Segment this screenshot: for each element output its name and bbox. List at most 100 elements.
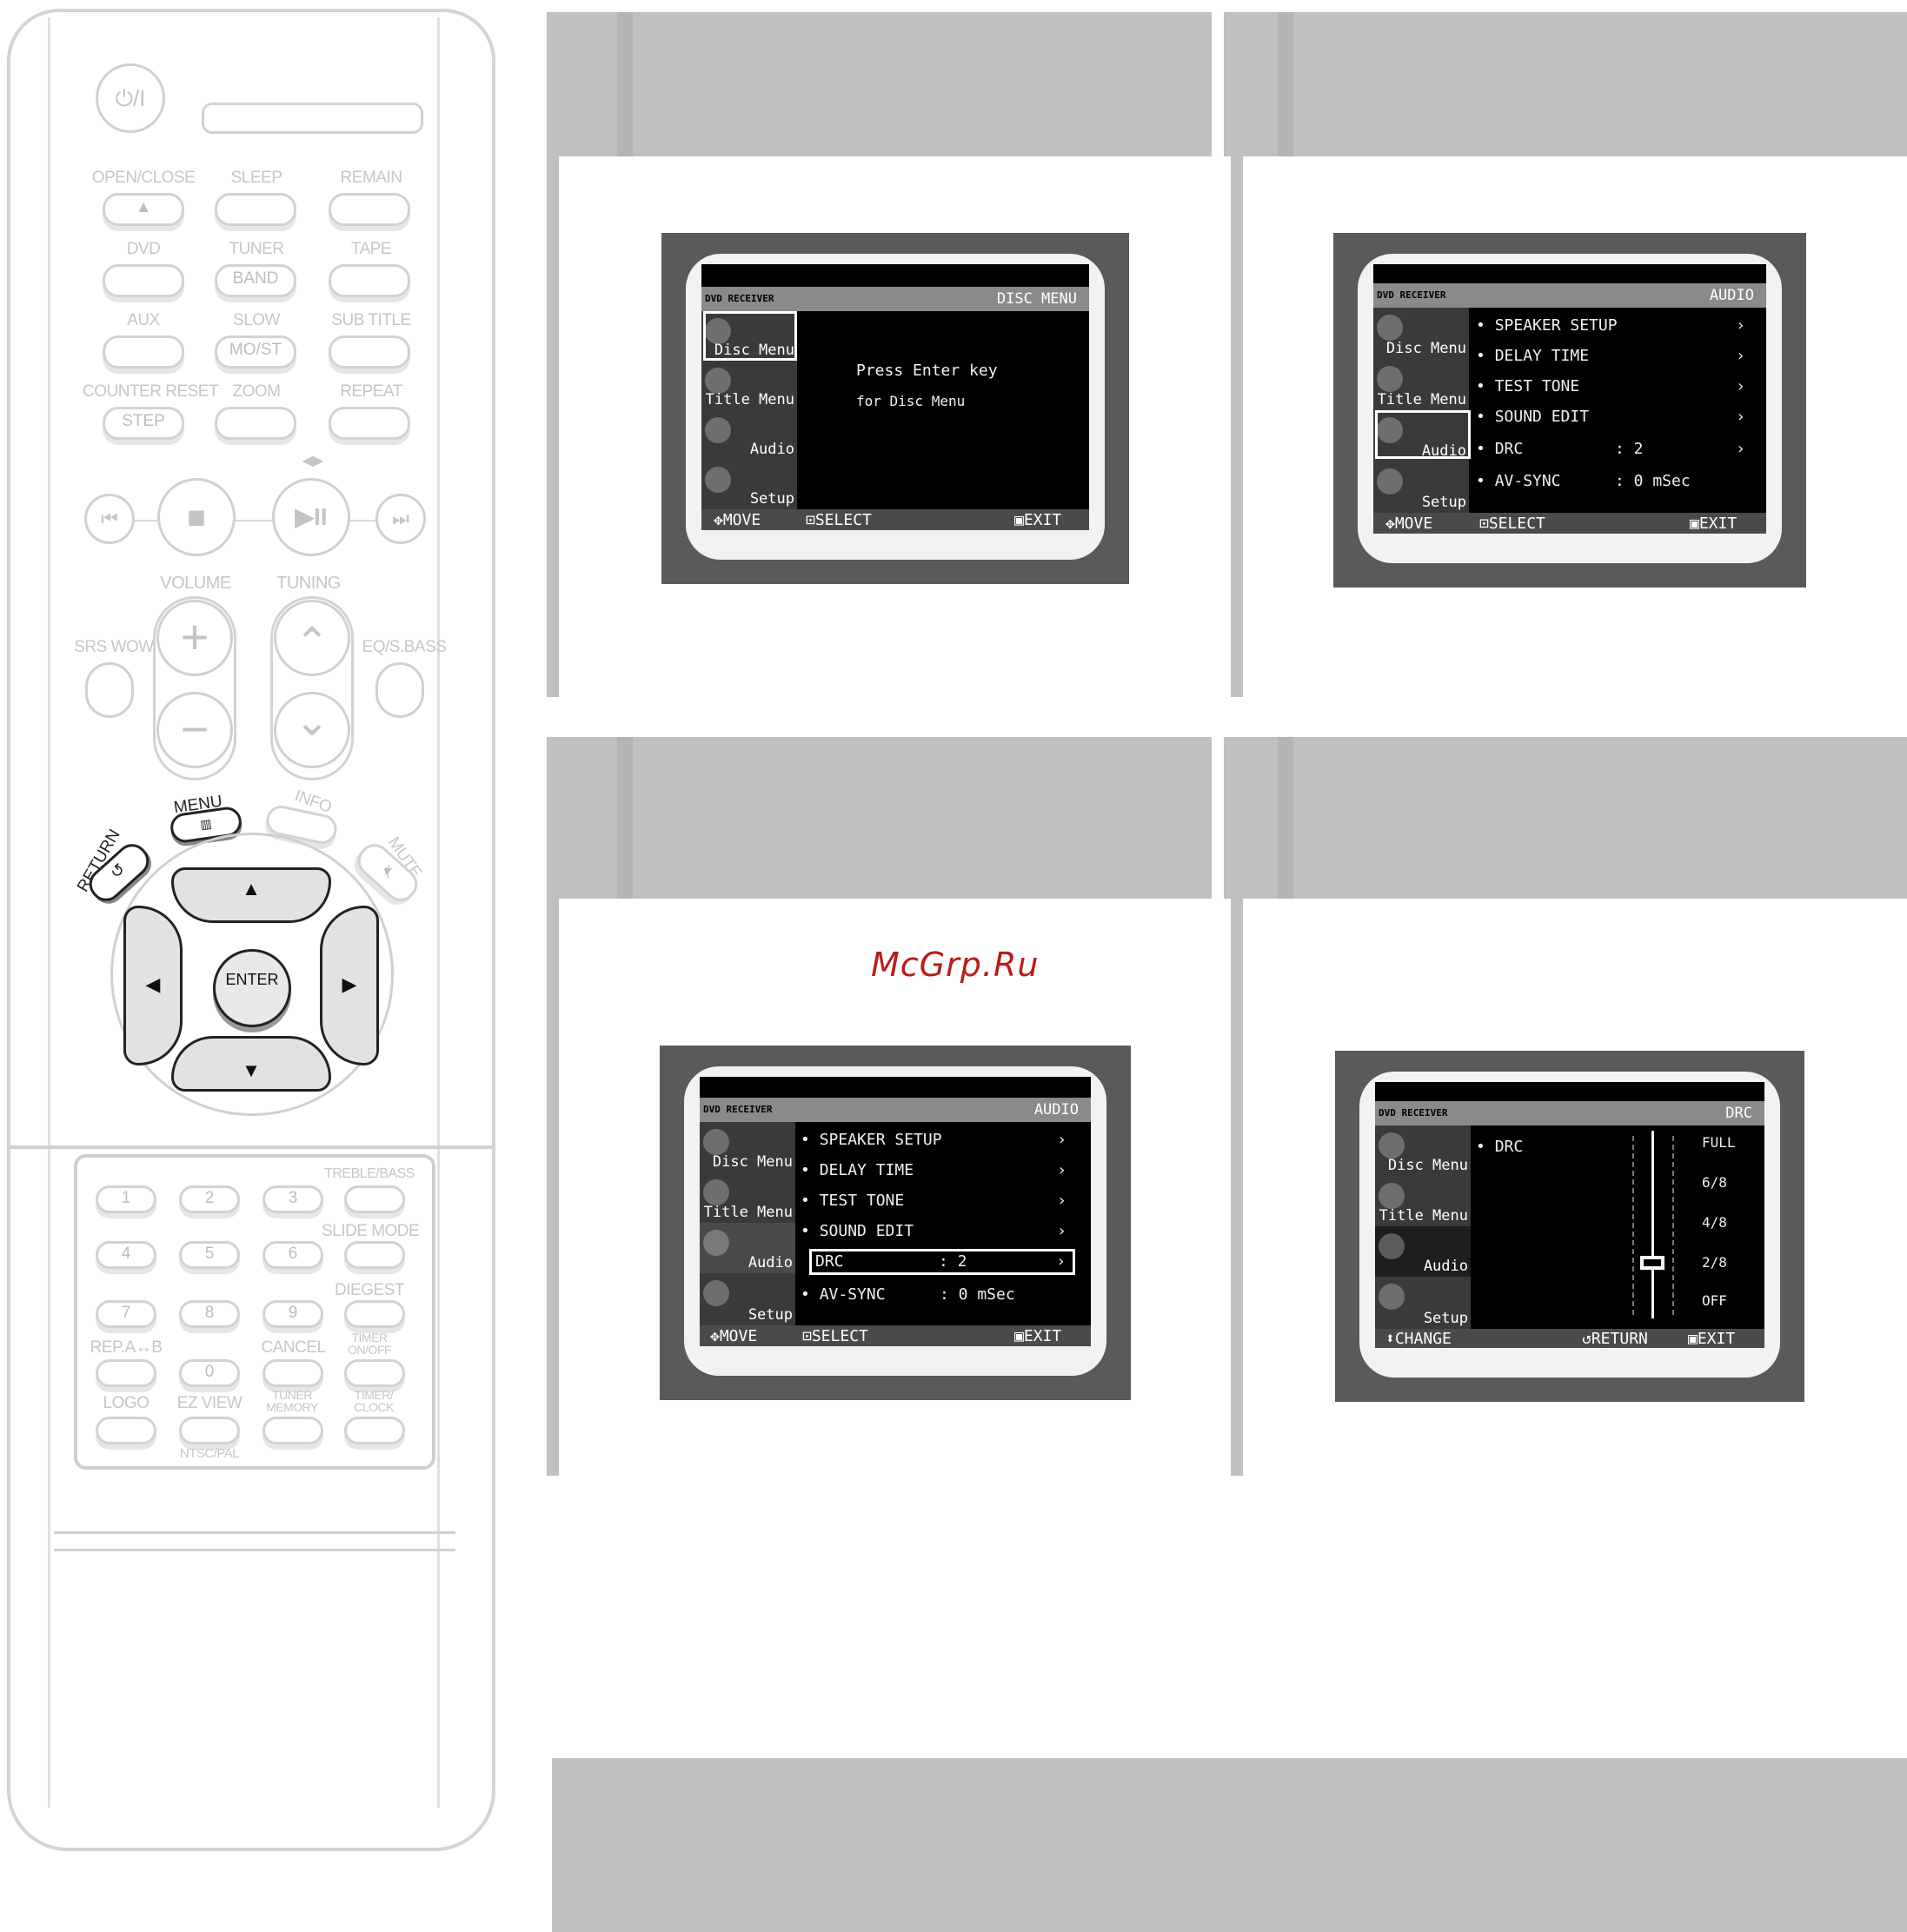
timer-onoff-button[interactable] xyxy=(344,1359,405,1387)
nav-setup[interactable]: Setup xyxy=(701,460,797,511)
nav-disc-menu[interactable]: Disc Menu xyxy=(1375,1125,1471,1178)
rep-ab-button[interactable] xyxy=(96,1359,156,1387)
menu-item-sound-edit[interactable]: • SOUND EDIT› xyxy=(1476,408,1745,426)
dpad-left-button[interactable]: ◀ xyxy=(123,906,183,1066)
eq-sbass-button[interactable] xyxy=(375,662,424,718)
osd-title: AUDIO xyxy=(795,1098,1091,1122)
enter-button[interactable]: ENTER xyxy=(213,949,291,1027)
digit-5-button[interactable]: 5 xyxy=(179,1241,240,1269)
nav-audio[interactable]: Audio xyxy=(1373,410,1469,463)
ez-view-button[interactable] xyxy=(179,1417,240,1444)
most-text: MO/ST xyxy=(229,341,282,359)
drc-slider-track[interactable] xyxy=(1651,1131,1654,1318)
dpad-down-button[interactable]: ▼ xyxy=(171,1036,331,1092)
digit-6-button[interactable]: 6 xyxy=(262,1241,323,1269)
treble-bass-button[interactable] xyxy=(344,1185,405,1213)
menu-item-sound-edit[interactable]: • SOUND EDIT› xyxy=(801,1222,1066,1240)
nav-title-menu[interactable]: Title Menu xyxy=(1375,1176,1471,1228)
arrow-left-icon: ◀ xyxy=(145,973,161,995)
nav-disc-menu[interactable]: Disc Menu xyxy=(700,1122,795,1174)
subtitle-button[interactable] xyxy=(329,335,410,368)
stop-button[interactable]: ■ xyxy=(157,478,236,556)
nav-audio[interactable]: Audio xyxy=(700,1223,795,1275)
osd-nav: Disc Menu Title Menu Audio Setup xyxy=(701,311,797,511)
menu-item-delay-time[interactable]: • DELAY TIME› xyxy=(801,1161,1066,1179)
digit-4-button[interactable]: 4 xyxy=(96,1241,156,1269)
band-text: BAND xyxy=(232,269,279,288)
disc-menu-icon xyxy=(1377,315,1403,341)
digit-0-button[interactable]: 0 xyxy=(179,1359,240,1387)
tuning-up-button[interactable]: ⌃ xyxy=(274,600,350,676)
nav-audio[interactable]: Audio xyxy=(1375,1226,1471,1278)
menu-item-delay-time[interactable]: • DELAY TIME› xyxy=(1476,347,1745,365)
select-hint: ⊡SELECT xyxy=(802,1327,868,1345)
digit-1-button[interactable]: 1 xyxy=(96,1185,156,1213)
nav-disc-menu[interactable]: Disc Menu xyxy=(1373,308,1469,361)
digit-9: 9 xyxy=(288,1304,298,1322)
nav-title-menu[interactable]: Title Menu xyxy=(701,361,797,412)
menu-item-drc[interactable]: • DRC: 2› xyxy=(1476,440,1745,458)
remain-button[interactable] xyxy=(329,193,410,226)
open-close-button[interactable]: ▲ xyxy=(103,193,184,226)
timer-clock-button[interactable] xyxy=(344,1417,405,1444)
digit-8-button[interactable]: 8 xyxy=(179,1300,240,1328)
tuner-memory-button[interactable] xyxy=(262,1417,323,1444)
logo-button[interactable] xyxy=(96,1417,156,1444)
srs-wow-button[interactable] xyxy=(85,662,134,718)
dpad-up-button[interactable]: ▲ xyxy=(171,867,331,923)
next-button[interactable]: ⏭ xyxy=(375,494,426,544)
step-button[interactable]: STEP xyxy=(103,407,184,440)
tape-button[interactable] xyxy=(329,264,410,297)
remote-divider-lower-2 xyxy=(54,1549,455,1551)
menu-item-av-sync[interactable]: • AV-SYNC: 0 mSec xyxy=(1476,472,1691,490)
osd-footer: ✥MOVE ⊡SELECT ▣EXIT xyxy=(701,509,1089,530)
zoom-button[interactable] xyxy=(215,407,296,440)
digit-7-button[interactable]: 7 xyxy=(96,1300,156,1328)
arrow-right-icon: ▶ xyxy=(342,973,357,995)
nav-setup[interactable]: Setup xyxy=(1375,1277,1471,1331)
tuning-label: TUNING xyxy=(276,574,341,593)
nav-setup[interactable]: Setup xyxy=(700,1273,795,1327)
open-close-label: OPEN/CLOSE xyxy=(91,169,196,187)
nav-title-menu[interactable]: Title Menu xyxy=(1373,359,1469,412)
sleep-button[interactable] xyxy=(215,193,296,226)
menu-item-test-tone[interactable]: • TEST TONE› xyxy=(801,1192,1066,1210)
tuning-down-button[interactable]: ⌄ xyxy=(274,692,350,768)
return-hint: ↺RETURN xyxy=(1582,1330,1648,1348)
menu-item-av-sync[interactable]: • AV-SYNC: 0 mSec xyxy=(801,1285,1015,1304)
repeat-button[interactable] xyxy=(329,407,410,440)
tuner-band-button[interactable]: BAND xyxy=(215,264,296,297)
slide-mode-button[interactable] xyxy=(344,1241,405,1269)
numpad-frame xyxy=(74,1154,435,1470)
aux-button[interactable] xyxy=(103,335,184,368)
gear-icon xyxy=(703,1280,729,1306)
volume-up-button[interactable]: + xyxy=(156,600,233,676)
diegest-button[interactable] xyxy=(344,1300,405,1328)
disc-menu-icon xyxy=(703,1129,729,1155)
digit-3-button[interactable]: 3 xyxy=(262,1185,323,1213)
prev-button[interactable]: ⏮ xyxy=(84,494,135,544)
menu-item-speaker-setup[interactable]: • SPEAKER SETUP› xyxy=(1476,316,1745,335)
volume-down-button[interactable]: − xyxy=(156,692,233,768)
power-button[interactable]: ⏻/I xyxy=(96,63,165,133)
menu-item-test-tone[interactable]: • TEST TONE› xyxy=(1476,377,1745,395)
dpad-right-button[interactable]: ▶ xyxy=(320,906,379,1066)
tv-screen-2: DVD RECEIVER AUDIO Disc Menu Title Menu … xyxy=(1333,233,1806,588)
digit-2-button[interactable]: 2 xyxy=(179,1185,240,1213)
play-pause-button[interactable]: ▶II xyxy=(272,478,350,556)
digit-9-button[interactable]: 9 xyxy=(262,1300,323,1328)
step-header-3 xyxy=(547,737,1212,899)
exit-hint: ▣EXIT xyxy=(1014,1327,1062,1345)
osd-screen: DVD RECEIVER DRC Disc Menu Title Menu Au… xyxy=(1375,1082,1764,1348)
menu-item-drc[interactable]: DRC: 2› xyxy=(809,1249,1075,1275)
nav-audio[interactable]: Audio xyxy=(701,410,797,461)
drc-slider-knob[interactable] xyxy=(1640,1256,1664,1270)
nav-title-menu[interactable]: Title Menu xyxy=(700,1172,795,1225)
slow-most-button[interactable]: MO/ST xyxy=(215,335,296,368)
nav-setup[interactable]: Setup xyxy=(1373,461,1469,515)
menu-item-speaker-setup[interactable]: • SPEAKER SETUP› xyxy=(801,1131,1066,1149)
dvd-button[interactable] xyxy=(103,264,184,297)
cancel-button[interactable] xyxy=(262,1359,323,1387)
chevron-up-icon: ⌃ xyxy=(294,621,330,667)
minus-icon: − xyxy=(180,701,209,756)
